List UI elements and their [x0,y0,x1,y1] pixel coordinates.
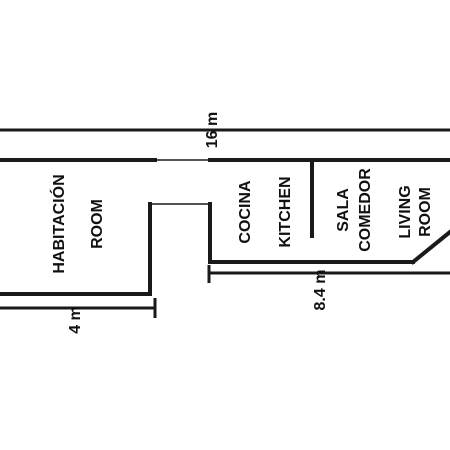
total-length-dimension: 16 m [0,112,450,148]
kitchen-label: COCINA KITCHEN [237,176,294,247]
living-angled-wall [410,229,450,265]
living-label: LIVING ROOM [397,185,434,238]
bedroom-label-line2: ROOM [89,199,106,249]
living-label-line2: ROOM [417,187,434,237]
room-width-dimension: 4 m [0,298,157,334]
kitchen-living-width-label: 8.4 m [312,270,329,311]
dining-label-line2: COMEDOR [357,168,374,252]
bedroom-label-line1: HABITACIÓN [49,174,68,273]
kitchen-living-width-dimension: 8.4 m [207,265,450,311]
dining-label: SALA COMEDOR [335,168,374,252]
dining-label-line1: SALA [335,188,352,232]
living-label-line1: LIVING [397,185,414,238]
total-length-label: 16 m [204,112,221,148]
kitchen-label-line1: COCINA [237,180,254,244]
kitchen-label-line2: KITCHEN [277,176,294,247]
bedroom-label: HABITACIÓN ROOM [49,174,106,273]
walls [0,158,450,296]
room-width-label: 4 m [67,306,84,334]
